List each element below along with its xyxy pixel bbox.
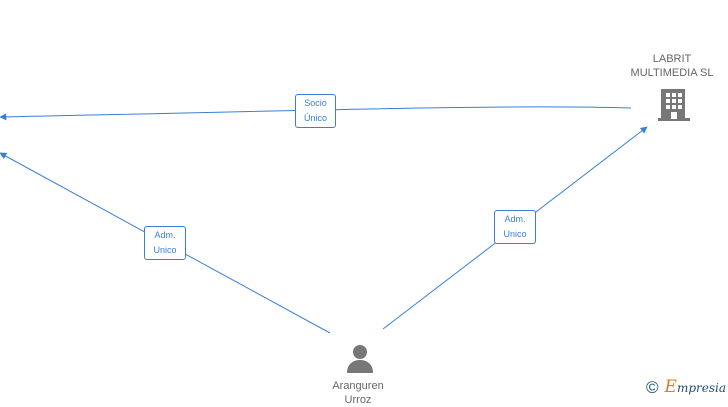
brand-name: mpresia: [676, 380, 726, 395]
company-name-line1: LABRIT: [652, 53, 692, 65]
copyright-icon: ©: [645, 377, 659, 397]
edge-label-adm-unico-left[interactable]: Adm. Unico: [144, 226, 186, 260]
edge-label-line1: Adm.: [504, 214, 526, 224]
company-node-label[interactable]: LABRIT MULTIMEDIA SL: [611, 52, 728, 80]
person-node-label[interactable]: Aranguren Urroz: [310, 379, 406, 407]
edge-label-socio-unico[interactable]: Socio Único: [295, 94, 336, 128]
person-name-line2: Urroz: [344, 394, 372, 406]
brand-logo: E mpresia: [664, 376, 726, 397]
empresia-brand[interactable]: © E mpresia: [646, 376, 726, 398]
edge-label-line1: Socio: [304, 98, 327, 108]
person-name-line1: Aranguren: [332, 380, 384, 392]
building-icon[interactable]: [658, 87, 690, 121]
person-icon[interactable]: [345, 343, 375, 373]
brand-initial: E: [664, 376, 677, 397]
edge-line-socio-unico: [0, 106, 632, 121]
edge-label-line1: Adm.: [154, 230, 176, 240]
edge-label-line2: Único: [303, 113, 327, 123]
edge-label-adm-unico-right[interactable]: Adm. Unico: [494, 210, 536, 244]
edge-label-line2: Unico: [503, 229, 527, 239]
company-name-line2: MULTIMEDIA SL: [630, 67, 714, 79]
edge-label-line2: Unico: [153, 245, 177, 255]
